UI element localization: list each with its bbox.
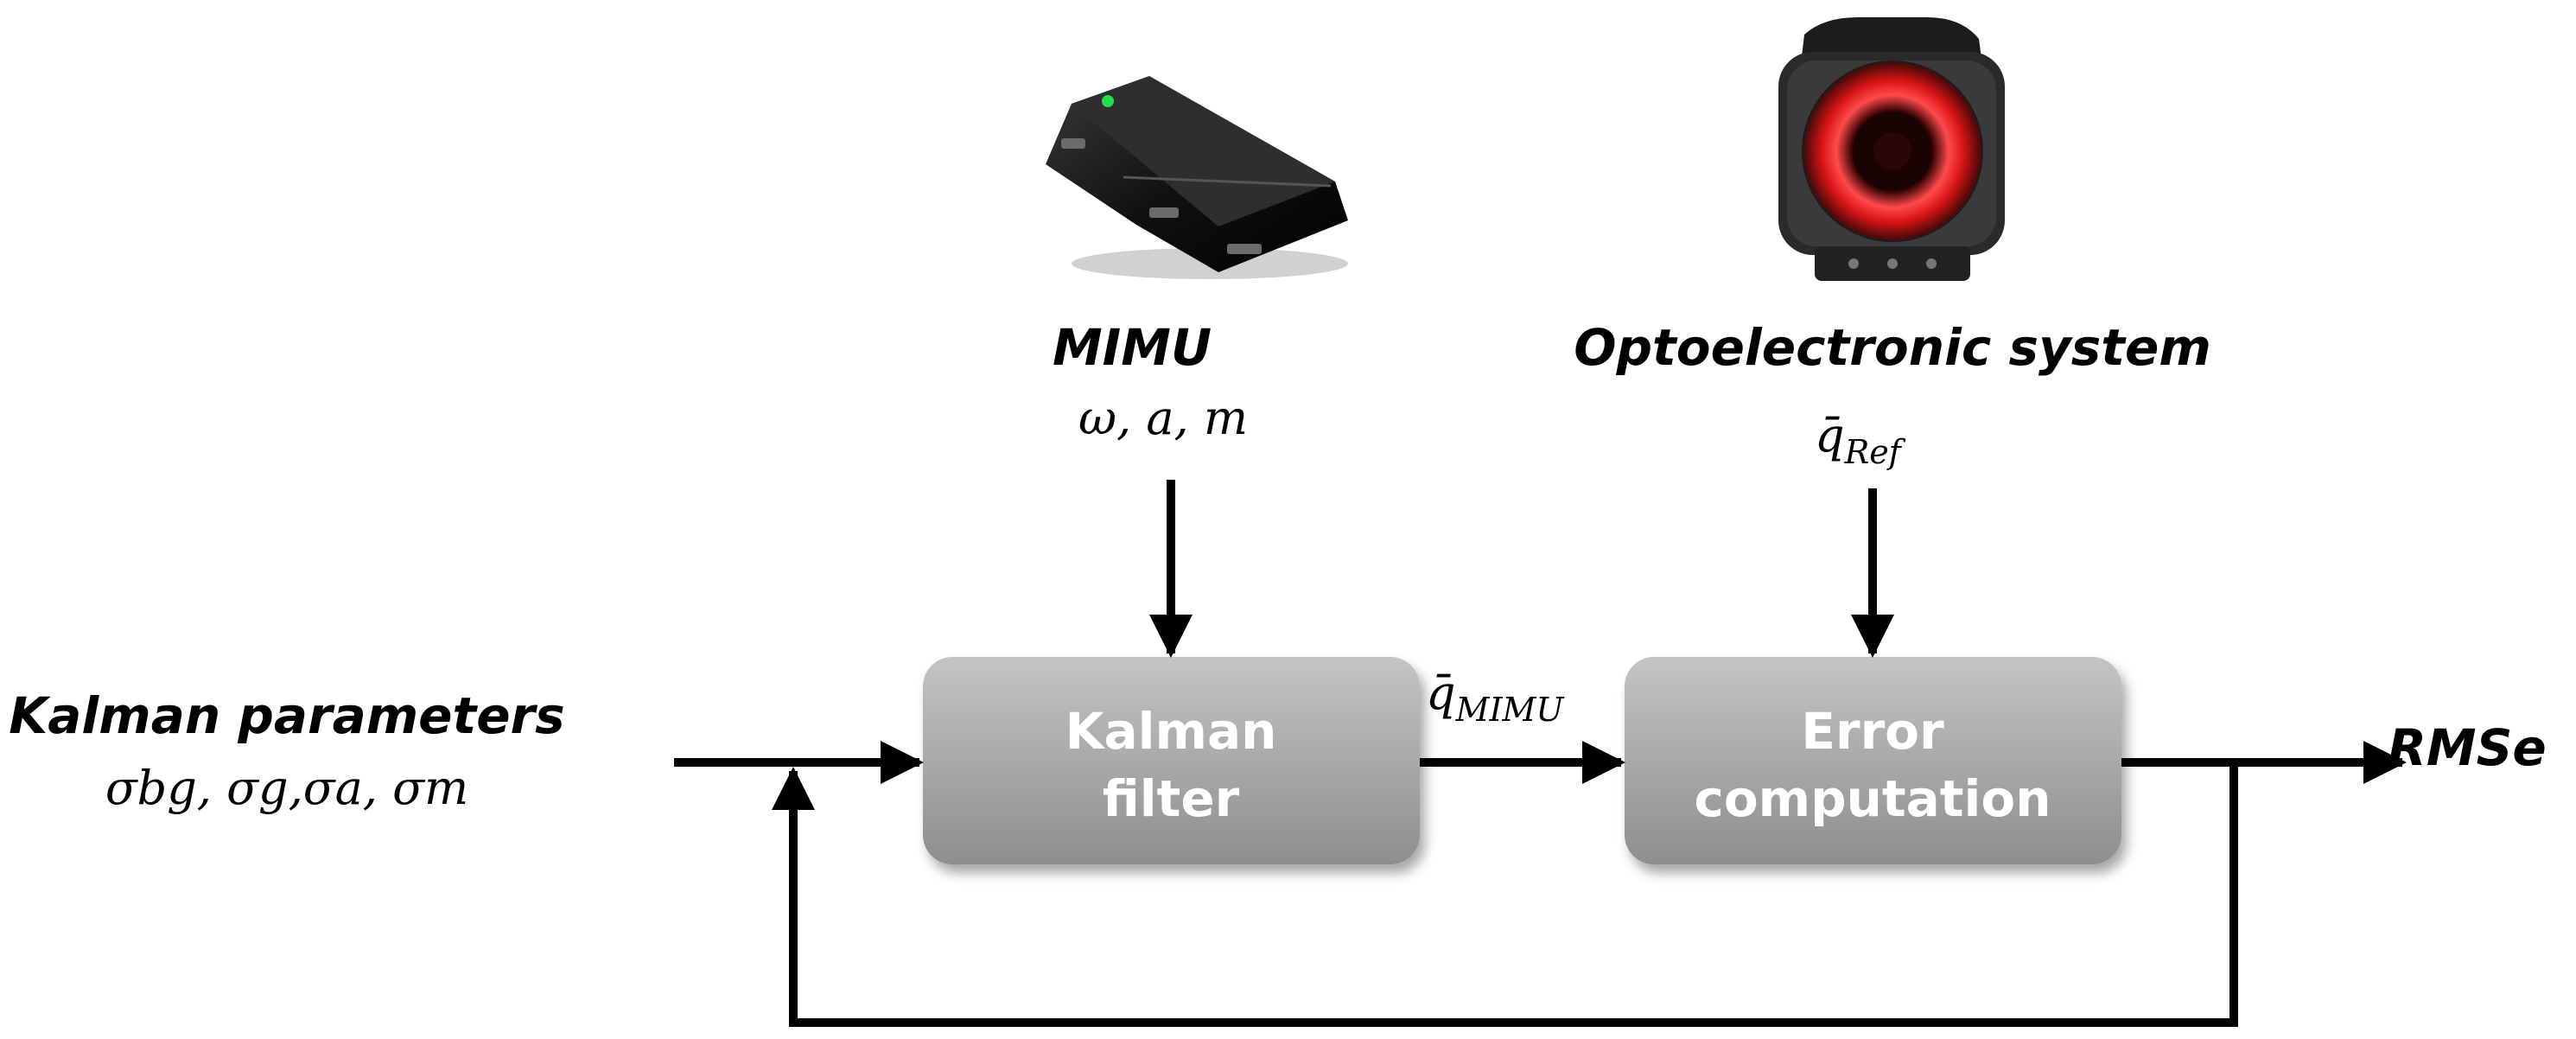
mimu-subscript: MIMU xyxy=(1455,691,1566,729)
motion-capture-camera-icon xyxy=(1778,17,2005,281)
feedback-loop-arrow xyxy=(772,762,2238,1027)
error-computation-label-2: computation xyxy=(1694,769,2051,828)
imu-sensor-icon xyxy=(1046,76,1348,279)
connections xyxy=(674,480,2407,1027)
q-bar-mimu-symbol: q̄ xyxy=(1426,666,1456,720)
error-computation-block: Error computation xyxy=(1625,657,2121,864)
kalman-output-signal: q̄MIMU xyxy=(1426,666,1565,729)
error-computation-label-1: Error xyxy=(1801,702,1944,761)
ref-subscript: Ref xyxy=(1844,433,1906,471)
optoelectronic-signal: q̄Ref xyxy=(1815,408,1906,471)
q-bar-symbol: q̄ xyxy=(1815,408,1845,462)
kalman-parameters-title: Kalman parameters xyxy=(9,686,564,745)
kalman-filter-block: Kalman filter xyxy=(923,657,1420,864)
kalman-filter-label-2: filter xyxy=(1103,769,1240,828)
optoelectronic-title: Optoelectronic system xyxy=(1574,318,2211,377)
kalman-parameters-symbols: σbg, σg,σa, σm xyxy=(105,761,468,815)
kalman-filter-label-1: Kalman xyxy=(1065,702,1277,761)
rmse-output-label: RMSe xyxy=(2388,718,2547,777)
mimu-title: MIMU xyxy=(1053,318,1212,377)
mimu-signals: ω, a, m xyxy=(1078,391,1248,445)
